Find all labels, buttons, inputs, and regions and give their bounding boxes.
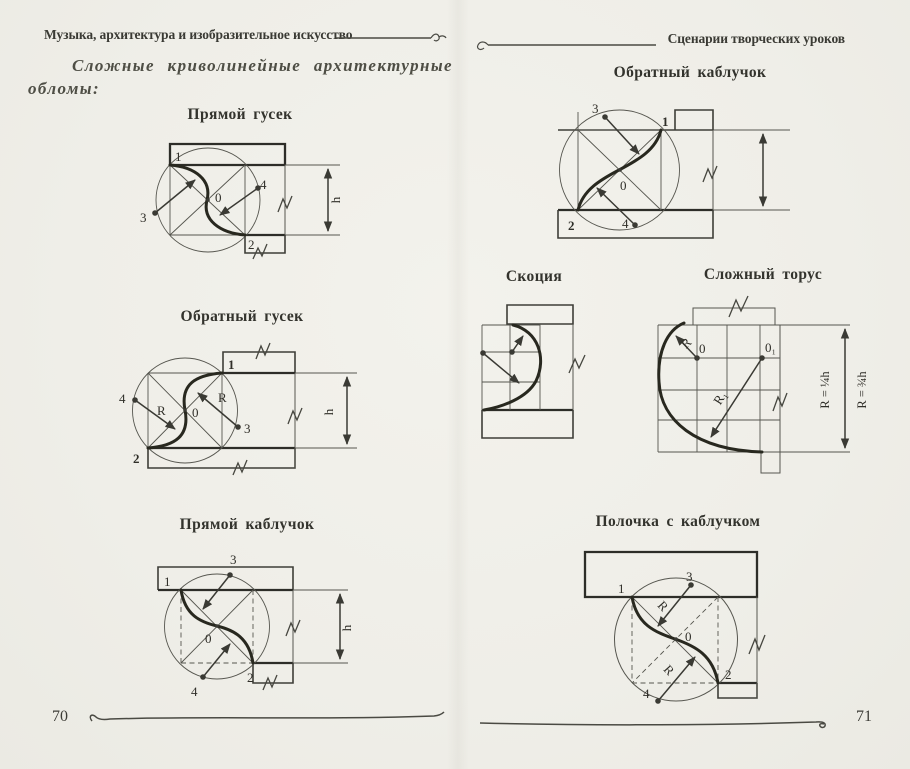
fig5-diagram-skotsiya <box>480 304 586 439</box>
fig6-dim-label-left: R = ¼h <box>818 371 832 409</box>
fig1-break-marks <box>252 195 293 260</box>
fig6-break-marks <box>728 295 788 412</box>
fig6-diagram-slozhny-torus: R = ¼h R = ¾h R 0 0₁ R₁ <box>657 295 869 474</box>
fig3-break-marks <box>262 619 301 691</box>
fig1-point-2: 2 <box>248 237 255 252</box>
fig3-title: Прямой каблучок <box>179 516 315 533</box>
page-gutter <box>447 0 469 769</box>
left-page-header: Музыка, архитектура и изобразительное ис… <box>44 27 353 42</box>
fig6-construction <box>657 324 850 453</box>
fig7-point-3: 3 <box>686 569 693 584</box>
fig1-construction <box>155 147 261 253</box>
fig1-point-1: 1 <box>175 149 182 164</box>
fig2-break-marks <box>232 342 303 476</box>
fig7-point-1: 1 <box>618 581 625 596</box>
fig7-break-mark <box>748 634 766 655</box>
fig6-radius-arrow-r <box>675 335 700 361</box>
fig5-radius-arrow-upper <box>509 335 524 355</box>
fig1-h-label: h <box>328 196 343 203</box>
fig1-title: Прямой гусек <box>187 106 293 123</box>
fig3-dimension-h: h <box>335 592 354 661</box>
header-rule-left-icon <box>336 33 447 42</box>
fig1-radius-arrow-3 <box>152 179 196 216</box>
fig4-point-3: 3 <box>592 101 599 116</box>
fig6-title: Сложный торус <box>703 266 823 283</box>
footer-rule-right-icon <box>479 721 826 729</box>
fig7-construction <box>614 577 738 702</box>
fig3-center-0: 0 <box>205 631 212 646</box>
fig4-point-2: 2 <box>568 218 575 233</box>
fig2-dimension-h: h <box>321 375 352 446</box>
fig3-h-label: h <box>339 624 354 631</box>
fig3-point-1: 1 <box>164 574 171 589</box>
fig7-radius-label-lower: R <box>661 662 678 679</box>
fig2-radius-arrow-4 <box>132 397 176 430</box>
intro-line-2: обломы: <box>28 79 101 98</box>
fig7-title: Полочка с каблучком <box>595 513 761 530</box>
fig6-torus-curve <box>657 321 764 454</box>
fig5-radius-arrow-lower <box>480 350 520 384</box>
fig6-radius-arrow-r1 <box>710 355 765 438</box>
intro-line-1: Сложные криволинейные архитектурные <box>72 56 453 75</box>
fig3-radius-arrow-4 <box>200 643 231 680</box>
fig1-profile <box>168 142 340 254</box>
fig5-title: Скоция <box>505 268 563 285</box>
fig7-center-0: 0 <box>685 629 692 644</box>
fig5-construction <box>481 324 541 410</box>
fig2-point-1: 1 <box>228 357 235 372</box>
fig1-point-3: 3 <box>140 210 147 225</box>
right-page-header: Сценарии творческих уроков <box>667 31 846 46</box>
fig4-center-0: 0 <box>620 178 627 193</box>
fig6-profile <box>692 307 781 474</box>
fig1-dimension-h: h <box>323 167 343 233</box>
fig4-title: Обратный каблучок <box>613 64 767 81</box>
fig7-diagram-polochka-s-kabluchkom: 1 2 3 4 0 R R <box>583 550 766 704</box>
fig2-diagram-obratny-gusek: h 1 2 3 4 0 R R <box>119 342 357 476</box>
fig2-radius-right: R <box>218 390 227 405</box>
fig3-diagram-pryamoy-kabluchok: h 1 2 3 4 0 <box>157 552 354 699</box>
fig2-point-2: 2 <box>133 451 140 466</box>
footer-rule-left-icon <box>89 711 445 722</box>
page-number-left: 70 <box>52 708 68 725</box>
fig7-point-4: 4 <box>643 686 650 701</box>
fig5-scotia-curve <box>482 323 542 412</box>
fig6-dim-label-right: R = ¾h <box>855 371 869 409</box>
header-rule-right-icon <box>476 41 656 51</box>
fig5-profile <box>481 304 574 439</box>
fig4-radius-arrow-3 <box>602 114 640 155</box>
fig3-point-2: 2 <box>247 670 254 685</box>
fig2-radius-left: R <box>157 403 166 418</box>
fig7-point-2: 2 <box>725 667 732 682</box>
fig1-diagram-pryamoy-gusek: h 1 2 3 4 0 <box>140 142 343 260</box>
fig6-radius-r-label: R <box>678 334 695 351</box>
fig2-title: Обратный гусек <box>180 308 304 325</box>
fig7-radius-arrow-3 <box>657 582 694 627</box>
fig6-center-01: 0₁ <box>765 340 776 355</box>
fig6-center-0: 0 <box>699 341 706 356</box>
fig7-radius-arrow-4 <box>655 656 696 704</box>
fig3-point-3: 3 <box>230 552 237 567</box>
fig2-point-4: 4 <box>119 391 126 406</box>
fig2-h-label: h <box>321 408 336 415</box>
fig1-radius-arrow-4 <box>219 185 261 216</box>
fig5-break-mark <box>568 354 586 374</box>
fig7-profile <box>583 550 759 699</box>
fig2-profile <box>147 351 357 469</box>
fig1-point-4: 4 <box>260 177 267 192</box>
fig4-point-4: 4 <box>622 216 629 231</box>
fig6-dimension: R = ¼h R = ¾h <box>818 327 869 450</box>
fig4-profile <box>557 109 790 239</box>
fig2-radius-arrow-3 <box>197 392 241 430</box>
fig3-point-4: 4 <box>191 684 198 699</box>
page-number-right: 71 <box>856 708 872 725</box>
fig1-center-0: 0 <box>215 190 222 205</box>
fig3-radius-arrow-3 <box>202 572 233 610</box>
fig4-diagram-obratny-kabluchok: 1 2 3 4 0 <box>557 101 790 239</box>
fig2-point-3: 3 <box>244 421 251 436</box>
fig4-break-mark <box>702 165 718 183</box>
fig2-center-0: 0 <box>192 405 199 420</box>
fig4-radius-arrow-4 <box>596 187 638 228</box>
fig4-point-1: 1 <box>662 114 669 129</box>
